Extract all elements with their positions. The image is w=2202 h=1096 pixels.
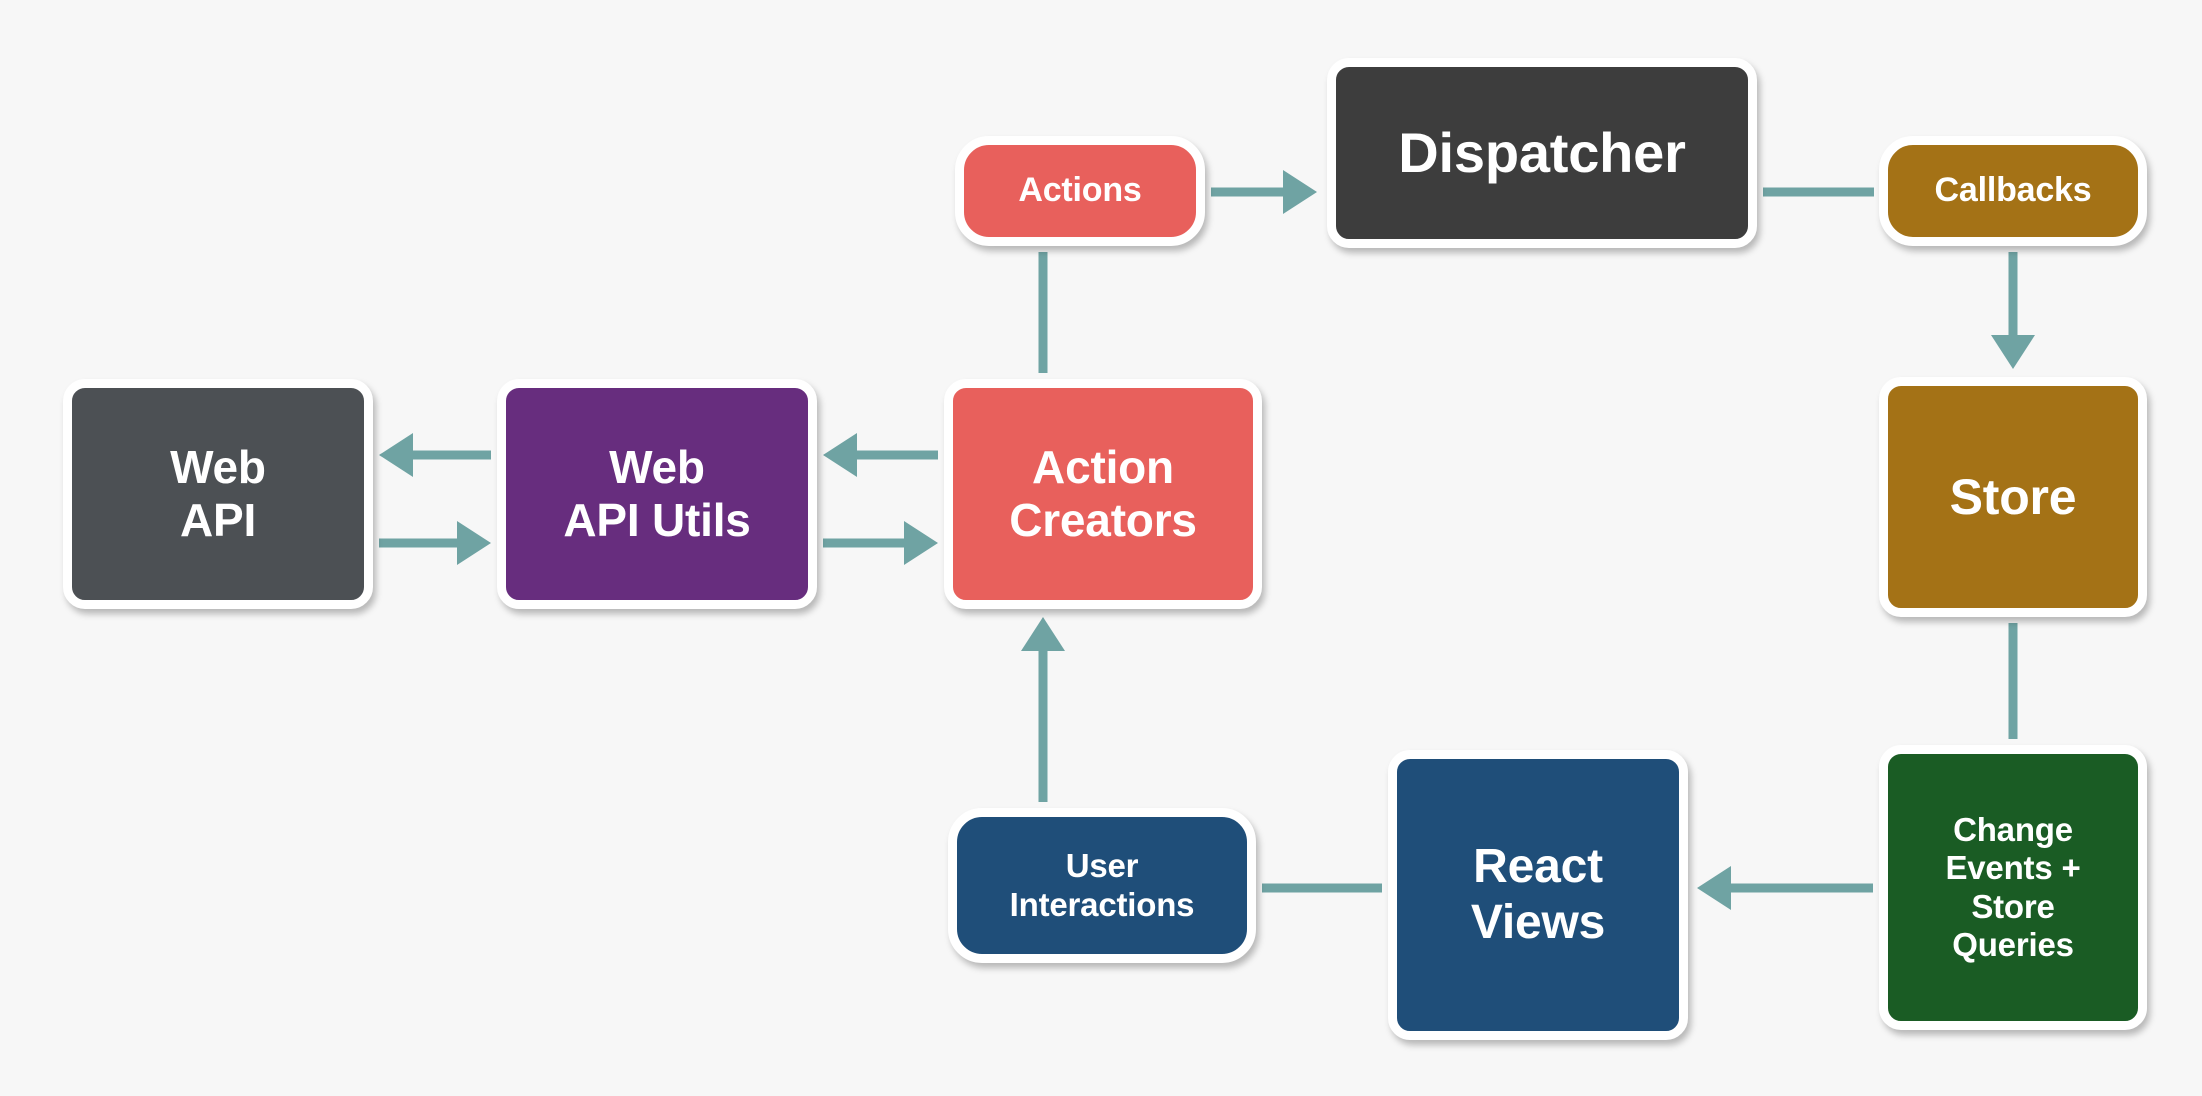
arrowhead-callbacks-to-store — [1991, 335, 2035, 369]
node-label-dispatcher: Dispatcher — [1398, 120, 1686, 184]
node-change-events-store-queries[interactable]: Change Events + Store Queries — [1879, 745, 2147, 1030]
connector-action-creators-to-web-api-utils — [823, 433, 938, 477]
connector-user-interactions-to-action-creators — [1021, 617, 1065, 802]
connector-change-events-to-react-views — [1697, 866, 1873, 910]
connector-web-api-to-web-api-utils — [379, 521, 491, 565]
arrowhead-web-api-to-web-api-utils — [457, 521, 491, 565]
node-label-change-events-store-queries: Change Events + Store Queries — [1945, 810, 2081, 963]
node-react-views[interactable]: React Views — [1388, 750, 1688, 1040]
node-action-creators[interactable]: Action Creators — [944, 379, 1262, 609]
node-user-interactions[interactable]: User Interactions — [948, 808, 1256, 963]
node-web-api-utils[interactable]: Web API Utils — [497, 379, 817, 609]
connector-web-api-utils-to-web-api — [379, 433, 491, 477]
connector-web-api-utils-to-action-creators — [823, 521, 938, 565]
node-label-web-api: Web API — [170, 440, 266, 546]
arrowhead-action-creators-to-web-api-utils — [823, 433, 857, 477]
connector-actions-to-dispatcher — [1211, 170, 1317, 214]
arrowhead-web-api-utils-to-action-creators — [904, 521, 938, 565]
node-dispatcher[interactable]: Dispatcher — [1327, 58, 1757, 248]
node-label-action-creators: Action Creators — [1009, 440, 1197, 546]
arrowhead-change-events-to-react-views — [1697, 866, 1731, 910]
node-web-api[interactable]: Web API — [63, 379, 373, 609]
arrowhead-actions-to-dispatcher — [1283, 170, 1317, 214]
node-label-store: Store — [1949, 469, 2077, 525]
node-callbacks[interactable]: Callbacks — [1879, 136, 2147, 246]
arrowhead-user-interactions-to-action-creators — [1021, 617, 1065, 651]
node-label-callbacks: Callbacks — [1934, 171, 2092, 210]
node-label-actions: Actions — [1018, 171, 1142, 210]
node-label-user-interactions: User Interactions — [1009, 847, 1195, 923]
node-store[interactable]: Store — [1879, 377, 2147, 617]
node-label-web-api-utils: Web API Utils — [563, 440, 751, 546]
connector-callbacks-to-store — [1991, 252, 2035, 369]
arrowhead-web-api-utils-to-web-api — [379, 433, 413, 477]
node-label-react-views: React Views — [1470, 840, 1606, 949]
node-actions[interactable]: Actions — [955, 136, 1205, 246]
